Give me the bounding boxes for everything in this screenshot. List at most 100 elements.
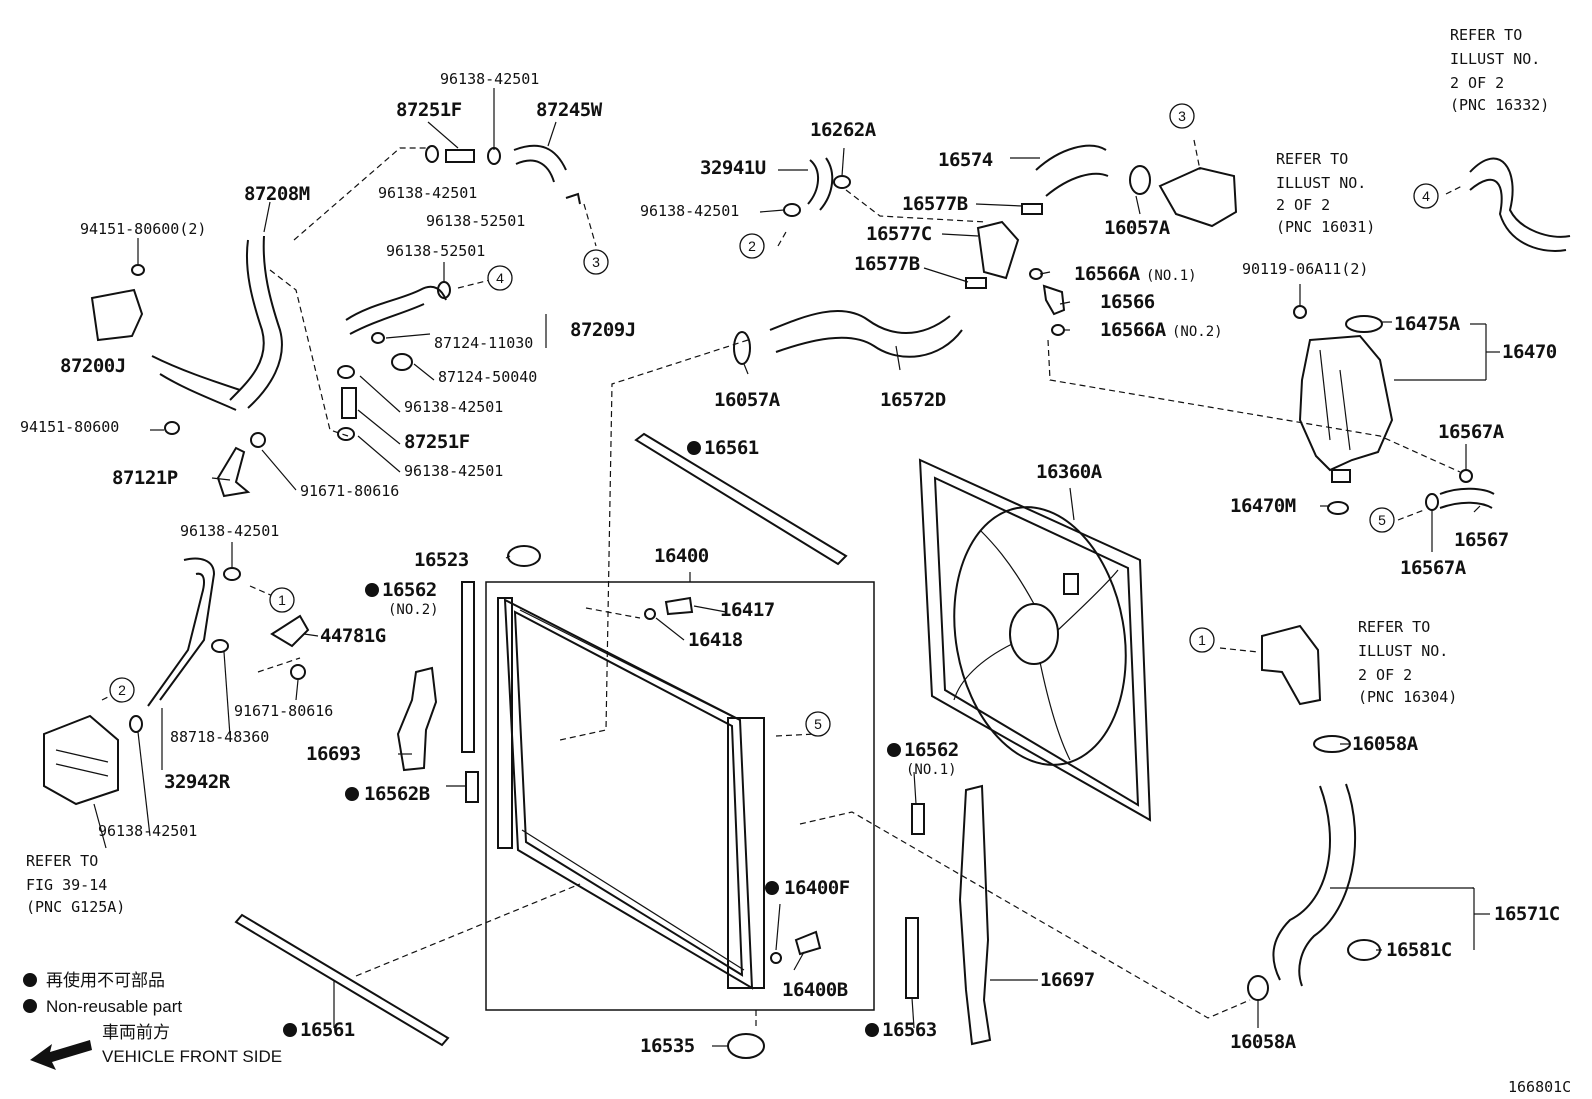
bracket-16566[interactable] xyxy=(1042,284,1066,316)
clamp-16567A-a[interactable] xyxy=(1459,469,1473,483)
label-16572D[interactable]: 16572D xyxy=(880,389,946,411)
label-16535[interactable]: 16535 xyxy=(640,1035,695,1057)
nut-16566A-no2[interactable] xyxy=(1051,324,1065,336)
label-16417[interactable]: 16417 xyxy=(720,599,775,621)
label-91671-80616-a[interactable]: 91671-80616 xyxy=(300,482,399,500)
hose-87209J[interactable] xyxy=(345,285,447,335)
fan-shroud-16360A[interactable] xyxy=(918,458,1152,822)
label-90119-06A11[interactable]: 90119-06A11(2) xyxy=(1242,260,1368,278)
valve-87200J[interactable] xyxy=(90,288,144,342)
label-16562-no2[interactable]: 16562 xyxy=(382,579,437,601)
clamp-16057A-a[interactable] xyxy=(1129,165,1151,195)
label-91671-80616-b[interactable]: 91671-80616 xyxy=(234,702,333,720)
hose-32941U[interactable] xyxy=(807,157,834,211)
label-16566[interactable]: 16566 xyxy=(1100,291,1155,313)
pipe-87200J[interactable] xyxy=(151,355,241,411)
fitting-16577C[interactable] xyxy=(976,220,1020,280)
reservoir-tank-16470[interactable] xyxy=(1298,334,1394,483)
label-16400[interactable]: 16400 xyxy=(654,545,709,567)
label-16566A-no2[interactable]: 16566A xyxy=(1100,319,1167,341)
label-87209J[interactable]: 87209J xyxy=(570,319,636,341)
label-16057A-b[interactable]: 16057A xyxy=(714,389,781,411)
label-16567A-a[interactable]: 16567A xyxy=(1438,421,1505,443)
hose-16574[interactable] xyxy=(1035,144,1109,197)
label-16567A-b[interactable]: 16567A xyxy=(1400,557,1467,579)
label-32942R[interactable]: 32942R xyxy=(164,771,231,793)
bolt-91671-80616-a[interactable] xyxy=(250,432,266,448)
label-16262A[interactable]: 16262A xyxy=(810,119,877,141)
label-87251F-b[interactable]: 87251F xyxy=(404,431,470,453)
label-16577B-b[interactable]: 16577B xyxy=(854,253,920,275)
label-32941U[interactable]: 32941U xyxy=(700,157,766,179)
hose-16572D[interactable] xyxy=(769,310,963,358)
drain-16400B[interactable] xyxy=(794,930,822,956)
clamp-96138-42501-b[interactable] xyxy=(425,145,439,163)
drain-16417[interactable] xyxy=(664,596,694,616)
label-87200J[interactable]: 87200J xyxy=(60,355,126,377)
reservoir-cap-16475A[interactable] xyxy=(1345,315,1383,333)
label-87124-50040[interactable]: 87124-50040 xyxy=(438,368,537,386)
seal-side-16562-no2[interactable] xyxy=(461,581,475,753)
label-16563[interactable]: 16563 xyxy=(882,1019,937,1041)
label-16057A-a[interactable]: 16057A xyxy=(1104,217,1171,239)
label-16400B[interactable]: 16400B xyxy=(782,979,848,1001)
label-16475A[interactable]: 16475A xyxy=(1394,313,1461,335)
label-16697[interactable]: 16697 xyxy=(1040,969,1095,991)
clamp-96138-42501-top[interactable] xyxy=(487,147,501,165)
label-16470M[interactable]: 16470M xyxy=(1230,495,1296,517)
clamp-96138-42501-d[interactable] xyxy=(337,427,355,441)
hose-87251F-top[interactable] xyxy=(445,149,475,163)
label-16400F[interactable]: 16400F xyxy=(784,877,850,899)
label-96138-42501-c[interactable]: 96138-42501 xyxy=(404,398,503,416)
label-16561-top[interactable]: 16561 xyxy=(704,437,759,459)
label-96138-42501-b[interactable]: 96138-42501 xyxy=(378,184,477,202)
seal-16562-no1[interactable] xyxy=(911,803,925,835)
label-96138-42501-top[interactable]: 96138-42501 xyxy=(440,70,539,88)
seal-16563[interactable] xyxy=(905,917,919,999)
label-87245W[interactable]: 87245W xyxy=(536,99,603,121)
label-16058A-a[interactable]: 16058A xyxy=(1352,733,1419,755)
label-96138-52501-a[interactable]: 96138-52501 xyxy=(426,212,525,230)
bracket-87121P[interactable] xyxy=(216,446,251,498)
label-94151-80600[interactable]: 94151-80600 xyxy=(20,418,119,436)
clamp-96138-42501-e[interactable] xyxy=(783,203,801,217)
hose-32942R[interactable] xyxy=(147,557,216,707)
label-16577C[interactable]: 16577C xyxy=(866,223,932,245)
label-87251F-top[interactable]: 87251F xyxy=(396,99,462,121)
cushion-16535[interactable] xyxy=(727,1033,765,1059)
label-96138-42501-f[interactable]: 96138-42501 xyxy=(180,522,279,540)
bracket-16697[interactable] xyxy=(958,784,992,1046)
label-16418[interactable]: 16418 xyxy=(688,629,743,651)
water-outlet-ref[interactable] xyxy=(1158,166,1238,228)
label-87208M[interactable]: 87208M xyxy=(244,183,310,205)
hose-87208M[interactable] xyxy=(229,235,283,409)
seal-top-16561[interactable] xyxy=(634,432,848,566)
label-16693[interactable]: 16693 xyxy=(306,743,361,765)
label-16523[interactable]: 16523 xyxy=(414,549,469,571)
hose-16571C[interactable] xyxy=(1272,783,1357,987)
label-16574[interactable]: 16574 xyxy=(938,149,993,171)
label-87121P[interactable]: 87121P xyxy=(112,467,178,489)
label-87124-11030[interactable]: 87124-11030 xyxy=(434,334,533,352)
label-16577B-a[interactable]: 16577B xyxy=(902,193,968,215)
hose-16567[interactable] xyxy=(1439,487,1495,509)
label-44781G[interactable]: 44781G xyxy=(320,625,386,647)
clamp-16581C[interactable] xyxy=(1347,939,1381,961)
clamp-96138-52501-a[interactable] xyxy=(565,192,581,205)
oring-16400F[interactable] xyxy=(770,952,782,964)
bracket-16693[interactable] xyxy=(396,666,438,772)
bracket-44781G[interactable] xyxy=(270,614,310,648)
label-16567[interactable]: 16567 xyxy=(1454,529,1509,551)
label-16470[interactable]: 16470 xyxy=(1502,341,1557,363)
seal-16562B[interactable] xyxy=(465,771,479,803)
label-94151-80600-2[interactable]: 94151-80600(2) xyxy=(80,220,206,238)
label-16581C[interactable]: 16581C xyxy=(1386,939,1452,961)
clamp-16057A-b[interactable] xyxy=(733,331,751,365)
label-16360A[interactable]: 16360A xyxy=(1036,461,1103,483)
clamp-96138-42501-f[interactable] xyxy=(223,567,241,581)
clip-16577B-b[interactable] xyxy=(965,277,987,289)
label-16562B[interactable]: 16562B xyxy=(364,783,430,805)
clamp-16567A-b[interactable] xyxy=(1425,493,1439,511)
clamp-16058A-b[interactable] xyxy=(1247,975,1269,1001)
clamp-87124-11030[interactable] xyxy=(371,332,385,344)
